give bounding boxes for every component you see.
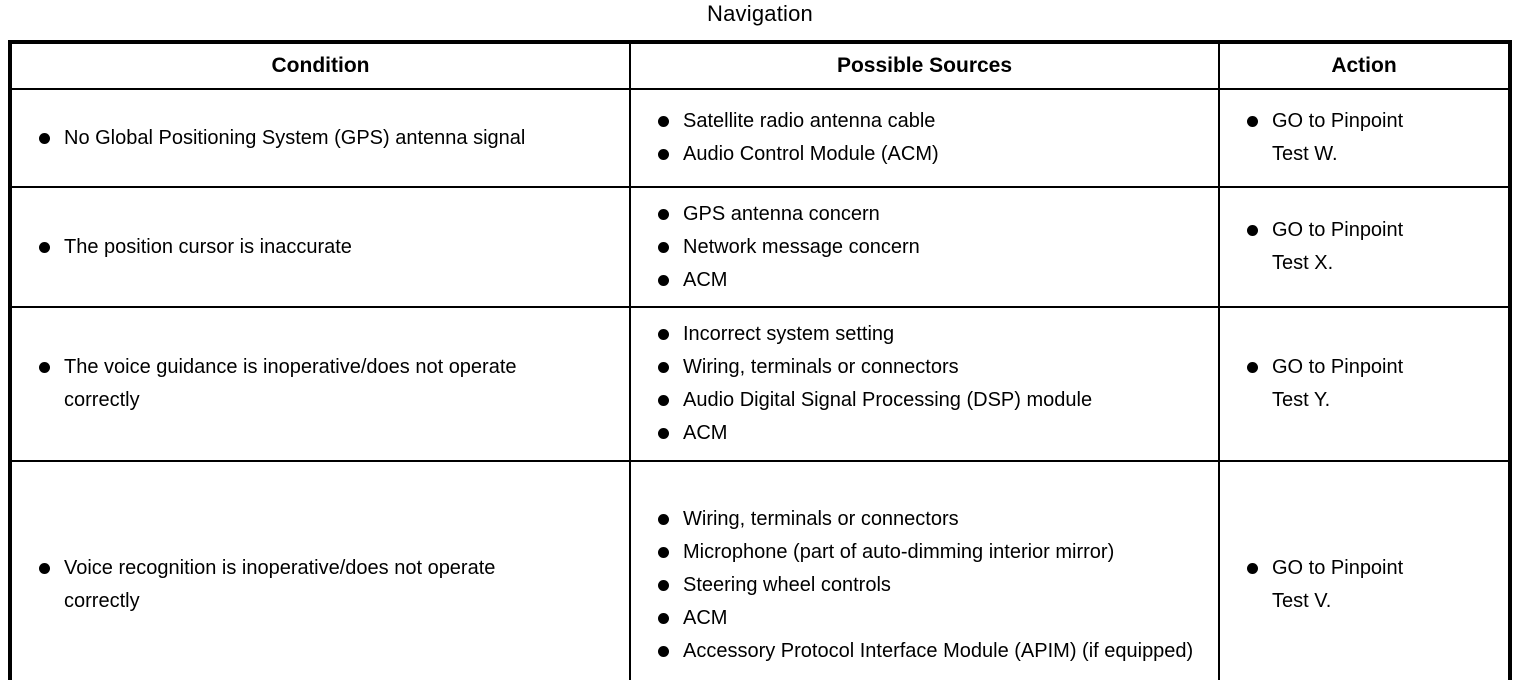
bullet-item: Satellite radio antenna cable bbox=[657, 105, 1214, 138]
action-cell: GO to Pinpoint Test V. bbox=[1218, 460, 1511, 680]
bullet-icon bbox=[657, 198, 683, 231]
table-header-row: Condition Possible Sources Action bbox=[9, 41, 1511, 90]
condition-cell: The voice guidance is inoperative/does n… bbox=[9, 306, 631, 462]
column-header-possible-sources: Possible Sources bbox=[629, 41, 1220, 90]
table-row: The voice guidance is inoperative/does n… bbox=[9, 306, 1511, 462]
condition-cell: Voice recognition is inoperative/does no… bbox=[9, 460, 631, 680]
bullet-text: GO to Pinpoint Test W. bbox=[1272, 110, 1404, 165]
column-header-condition: Condition bbox=[9, 41, 631, 90]
bullet-text: GO to Pinpoint Test V. bbox=[1272, 557, 1404, 612]
bullet-item: Voice recognition is inoperative/does no… bbox=[38, 552, 625, 618]
bullet-text: Wiring, terminals or connectors bbox=[683, 356, 959, 378]
bullet-item: Network message concern bbox=[657, 231, 1214, 264]
bullet-text: Wiring, terminals or connectors bbox=[683, 507, 959, 530]
bullet-icon bbox=[1246, 552, 1272, 585]
bullet-item: Audio Control Module (ACM) bbox=[657, 138, 1214, 171]
bullet-item: Incorrect system setting bbox=[657, 318, 1214, 351]
bullet-icon bbox=[657, 635, 683, 668]
bullet-icon bbox=[657, 105, 683, 138]
table-body: No Global Positioning System (GPS) anten… bbox=[9, 88, 1511, 680]
bullet-text: GO to Pinpoint Test Y. bbox=[1272, 356, 1404, 411]
table-row: The position cursor is inaccurate GPS an… bbox=[9, 186, 1511, 308]
action-cell: GO to Pinpoint Test Y. bbox=[1218, 306, 1511, 462]
action-cell: GO to Pinpoint Test W. bbox=[1218, 88, 1511, 188]
bullet-item: Steering wheel controls bbox=[657, 569, 1214, 602]
bullet-item: ACM bbox=[657, 602, 1214, 635]
bullet-icon bbox=[657, 384, 683, 417]
bullet-text: No Global Positioning System (GPS) anten… bbox=[64, 126, 526, 149]
bullet-text: GPS antenna concern bbox=[683, 202, 880, 225]
bullet-icon bbox=[1246, 105, 1272, 138]
bullet-icon bbox=[657, 138, 683, 171]
bullet-text: Satellite radio antenna cable bbox=[683, 110, 936, 132]
bullet-text: Voice recognition is inoperative/does no… bbox=[64, 557, 496, 612]
page-title: Navigation bbox=[707, 1, 813, 26]
bullet-icon bbox=[657, 318, 683, 351]
bullet-item: Accessory Protocol Interface Module (API… bbox=[657, 635, 1214, 668]
condition-cell: No Global Positioning System (GPS) anten… bbox=[9, 88, 631, 188]
bullet-icon bbox=[657, 536, 683, 569]
bullet-text: Network message concern bbox=[683, 235, 920, 258]
bullet-item: The position cursor is inaccurate bbox=[38, 231, 625, 264]
bullet-text: ACM bbox=[683, 606, 728, 629]
bullet-icon bbox=[657, 351, 683, 384]
bullet-text: GO to Pinpoint Test X. bbox=[1272, 219, 1404, 274]
bullet-icon bbox=[657, 602, 683, 635]
action-cell: GO to Pinpoint Test X. bbox=[1218, 186, 1511, 308]
bullet-item: The voice guidance is inoperative/does n… bbox=[38, 351, 625, 417]
bullet-text: Audio Digital Signal Processing (DSP) mo… bbox=[683, 389, 1093, 411]
bullet-icon bbox=[657, 264, 683, 297]
bullet-icon bbox=[38, 122, 64, 155]
bullet-item: Audio Digital Signal Processing (DSP) mo… bbox=[657, 384, 1214, 417]
bullet-icon bbox=[1246, 214, 1272, 247]
bullet-item: Wiring, terminals or connectors bbox=[657, 503, 1214, 536]
bullet-item: GO to Pinpoint Test X. bbox=[1246, 214, 1504, 280]
column-header-action: Action bbox=[1218, 41, 1511, 90]
bullet-icon bbox=[38, 552, 64, 585]
table-row: No Global Positioning System (GPS) anten… bbox=[9, 88, 1511, 188]
bullet-item: ACM bbox=[657, 417, 1214, 450]
condition-cell: The position cursor is inaccurate bbox=[9, 186, 631, 308]
bullet-icon bbox=[38, 351, 64, 384]
bullet-icon bbox=[657, 231, 683, 264]
bullet-text: The position cursor is inaccurate bbox=[64, 235, 352, 258]
bullet-text: ACM bbox=[683, 268, 728, 291]
navigation-diagnostics-table: Condition Possible Sources Action No Glo… bbox=[8, 40, 1512, 680]
bullet-text: Microphone (part of auto-dimming interio… bbox=[683, 540, 1115, 563]
bullet-text: ACM bbox=[683, 422, 728, 444]
table-row: Voice recognition is inoperative/does no… bbox=[9, 460, 1511, 680]
bullet-item: No Global Positioning System (GPS) anten… bbox=[38, 122, 625, 155]
bullet-item: Microphone (part of auto-dimming interio… bbox=[657, 536, 1214, 569]
bullet-text: Accessory Protocol Interface Module (API… bbox=[683, 639, 1194, 662]
bullet-item: ACM bbox=[657, 264, 1214, 297]
bullet-icon bbox=[657, 569, 683, 602]
bullet-icon bbox=[657, 503, 683, 536]
bullet-icon bbox=[657, 417, 683, 450]
bullet-text: Steering wheel controls bbox=[683, 573, 891, 596]
bullet-icon bbox=[1246, 351, 1272, 384]
bullet-text: Incorrect system setting bbox=[683, 323, 895, 345]
bullet-text: Audio Control Module (ACM) bbox=[683, 143, 939, 165]
bullet-icon bbox=[38, 231, 64, 264]
bullet-item: GO to Pinpoint Test W. bbox=[1246, 105, 1504, 171]
bullet-item: Wiring, terminals or connectors bbox=[657, 351, 1214, 384]
bullet-item: GO to Pinpoint Test V. bbox=[1246, 552, 1504, 618]
bullet-text: The voice guidance is inoperative/does n… bbox=[64, 356, 517, 411]
bullet-item: GO to Pinpoint Test Y. bbox=[1246, 351, 1504, 417]
bullet-item: GPS antenna concern bbox=[657, 198, 1214, 231]
